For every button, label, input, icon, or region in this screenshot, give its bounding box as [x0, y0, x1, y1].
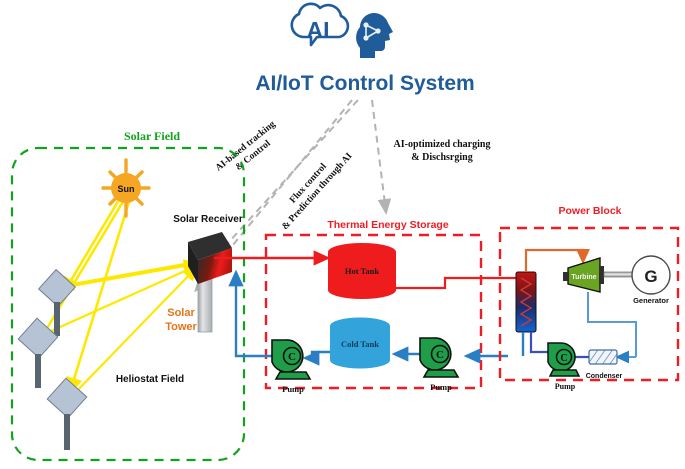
ai-control-header: AI AI/IoT Control System: [255, 2, 475, 95]
solar-field-title: Solar Field: [124, 129, 180, 143]
pump-tes-left: C Pump: [271, 339, 312, 394]
pump-tes-right: C Pump: [419, 337, 460, 392]
heliostat-3: [46, 377, 88, 450]
heliostat-2: [17, 317, 59, 388]
turbine-shaft: [603, 271, 637, 278]
condenser: Condenser: [586, 349, 623, 380]
power-block-title: Power Block: [558, 205, 621, 217]
pump-tes-left-label: Pump: [282, 384, 304, 394]
solar-field-boundary: [10, 146, 246, 462]
control-link-label-storage: AI-optimized charging & Dischsrging: [394, 139, 491, 163]
solar-receiver-label: Solar Receiver: [173, 214, 243, 225]
generator-glyph: G: [644, 267, 657, 286]
page-title: AI/IoT Control System: [255, 72, 474, 95]
generator: G Generator: [631, 255, 671, 305]
pump-glyph: C: [436, 349, 444, 361]
pump-power-block: C Pump: [547, 342, 581, 391]
heliostat-1: [37, 268, 77, 336]
link-storage-line2: & Dischsrging: [411, 152, 472, 163]
control-link-label-tracking: AI-based tracking & Control: [214, 119, 278, 173]
hot-tank: Hot Tank: [328, 243, 396, 299]
control-arrow-storage: [371, 99, 392, 215]
sun-icon: Sun: [101, 158, 151, 218]
ai-badge-text: AI: [307, 17, 330, 43]
turbine-label: Turbine: [571, 274, 596, 281]
thermal-storage-title: Thermal Energy Storage: [327, 219, 449, 231]
control-arrow-flux: [215, 99, 359, 257]
steam-generator-heat-exchanger: [515, 271, 537, 333]
turbine: Turbine: [563, 257, 604, 293]
ai-cloud-icon: AI: [290, 2, 350, 47]
solar-tower-label-line1: Solar: [167, 307, 195, 319]
heliostat-field-label: Heliostat Field: [116, 374, 184, 385]
condenser-label: Condenser: [586, 373, 623, 380]
power-block-boundary: [498, 226, 680, 382]
pipe-hot-tank-to-heat-exchanger: [396, 276, 518, 290]
hot-tank-label: Hot Tank: [345, 266, 380, 276]
generator-label: Generator: [633, 296, 669, 305]
cold-tank-label: Cold Tank: [341, 339, 379, 349]
pipe-cold-tank-to-pump-left: [302, 350, 330, 366]
pipe-steam-to-turbine: [524, 248, 591, 272]
pump-tes-right-label: Pump: [430, 382, 452, 392]
link-storage-line1: AI-optimized charging: [394, 139, 491, 150]
pipe-pump-left-to-tower: [228, 269, 272, 358]
thermal-storage-boundary: [264, 233, 483, 390]
pump-glyph: C: [288, 351, 296, 363]
brain-network-head-icon: [356, 13, 393, 58]
pump-power-block-label: Pump: [555, 382, 576, 391]
cold-tank: Cold Tank: [330, 317, 390, 369]
reflected-beams: [39, 259, 200, 397]
pipe-turbine-exhaust: [587, 292, 637, 357]
solar-tower-label-line2: Tower: [165, 321, 197, 333]
pump-glyph: C: [560, 353, 567, 364]
sun-label: Sun: [118, 184, 135, 194]
